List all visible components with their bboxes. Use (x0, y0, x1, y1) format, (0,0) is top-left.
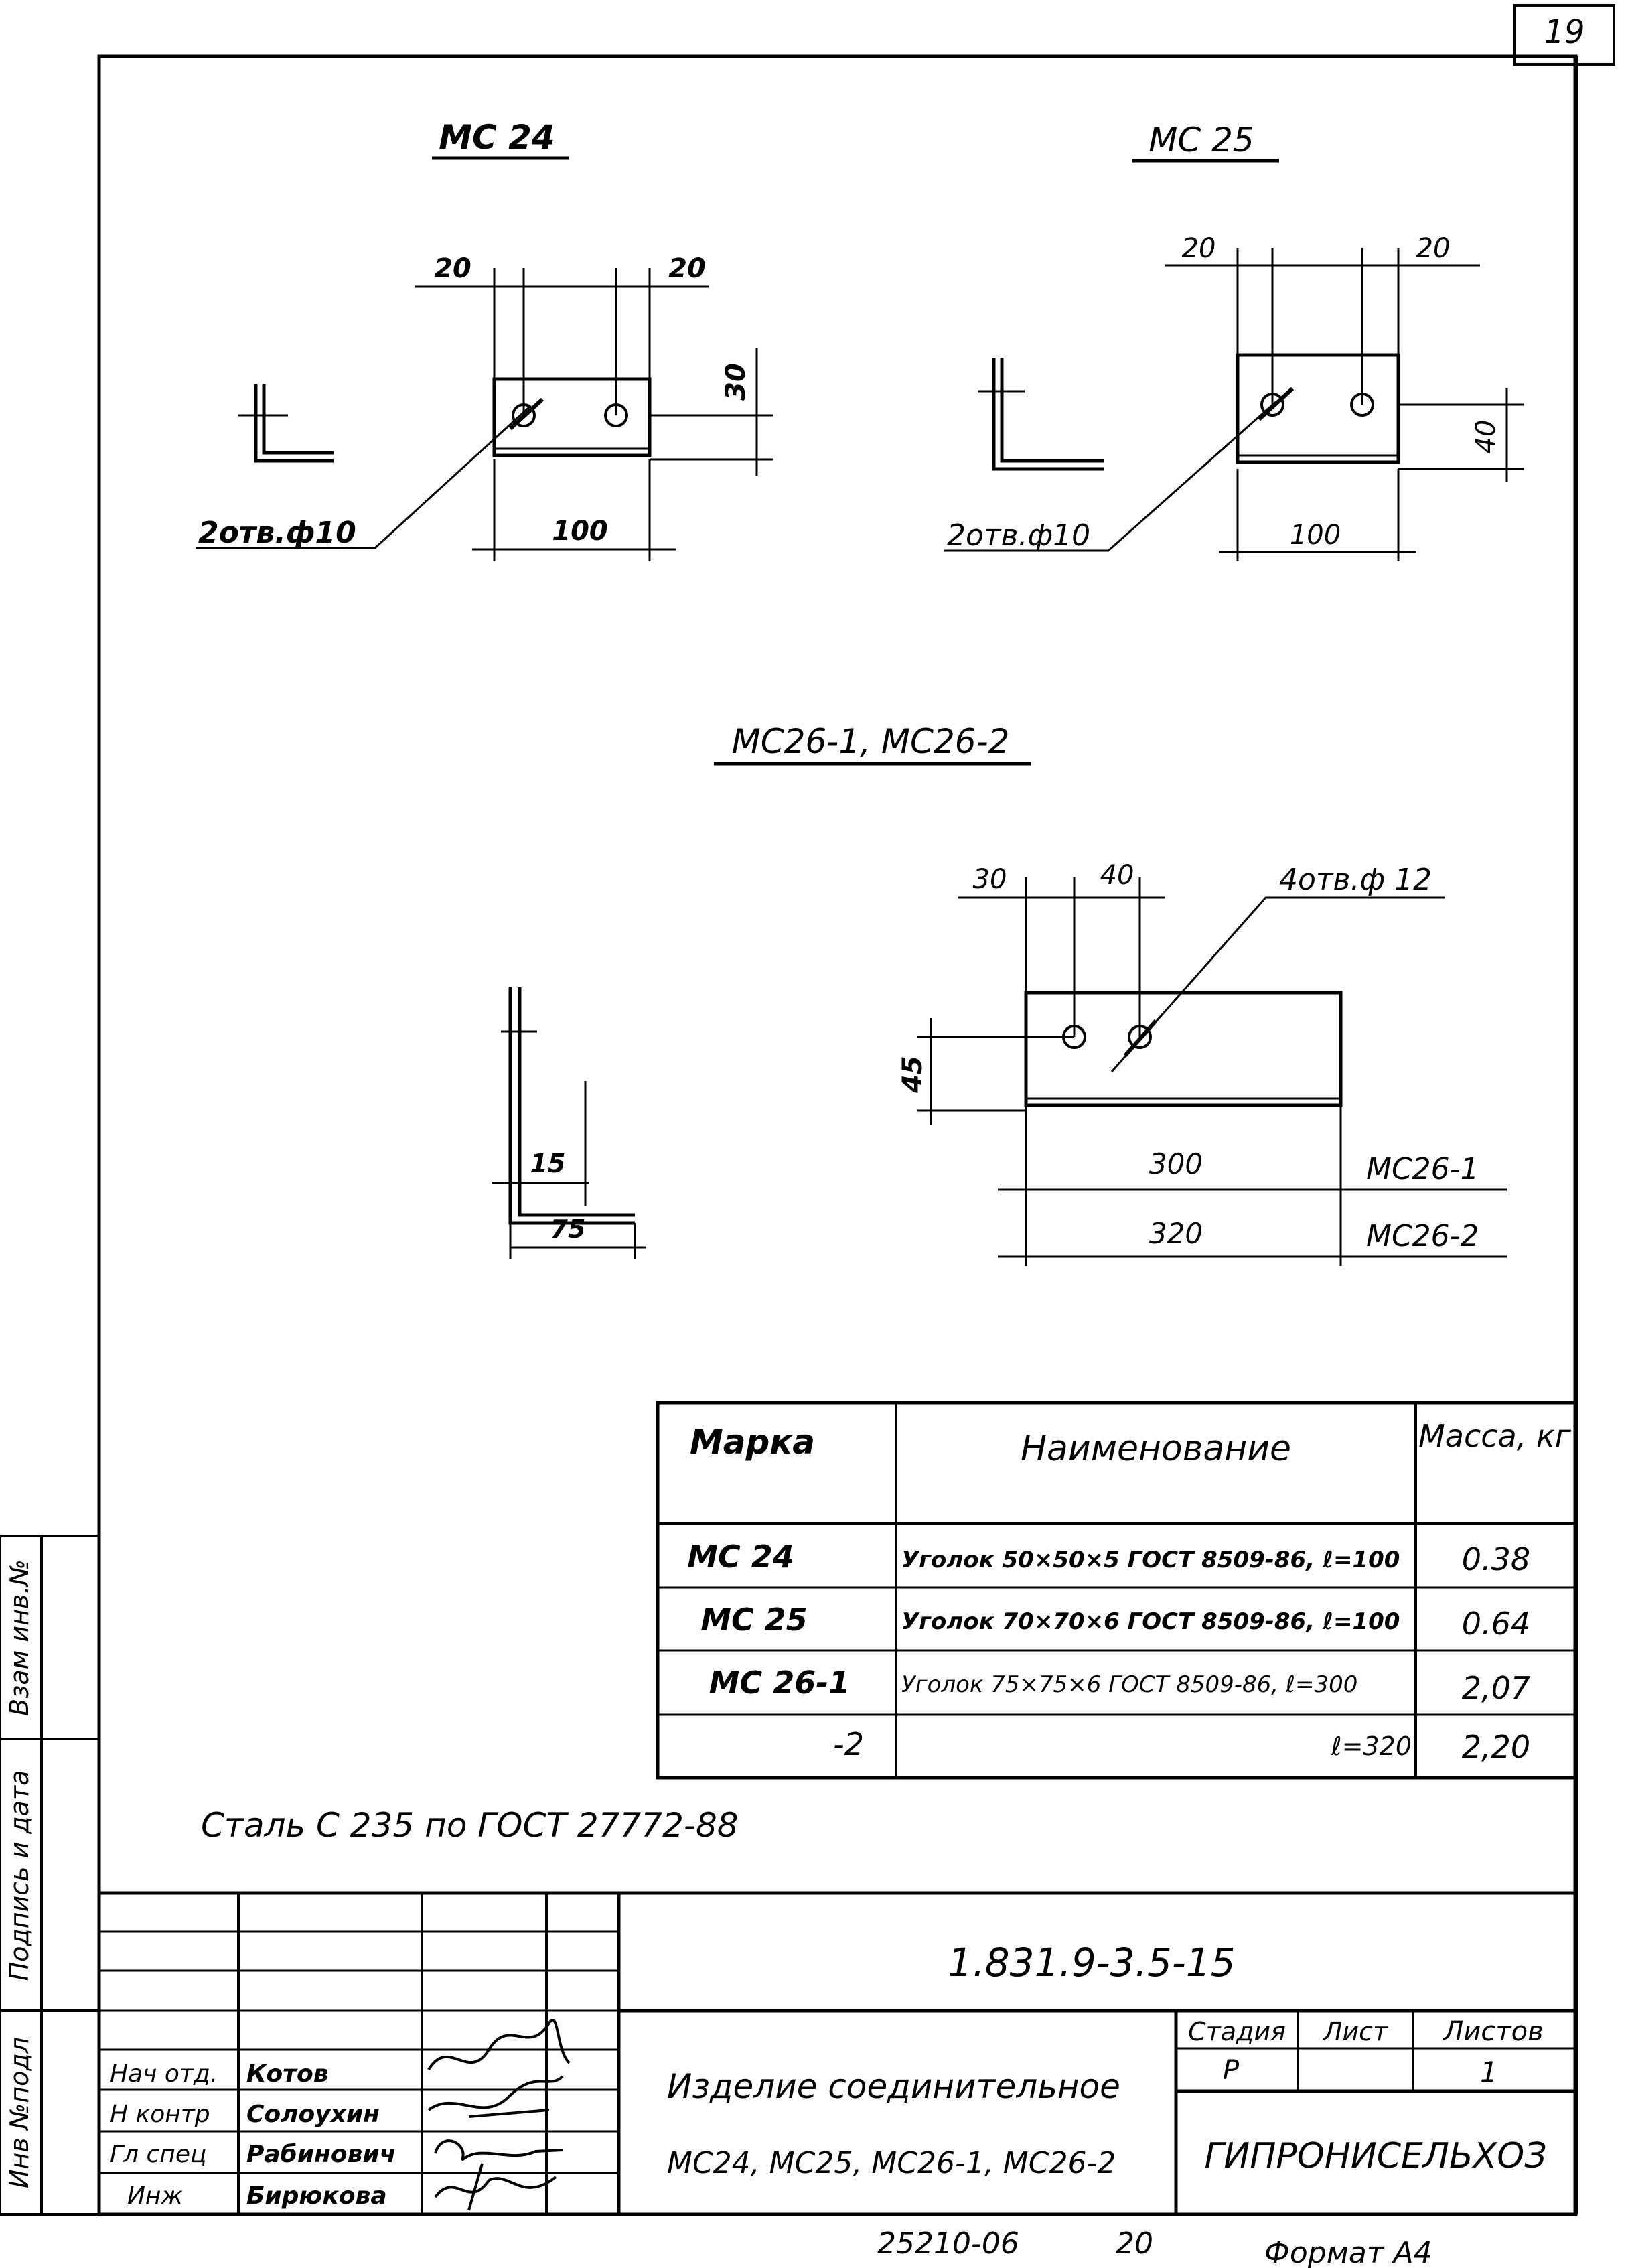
ms25-dim-width: 100 (1290, 520, 1341, 551)
name-engineer: Бирюкова (246, 2182, 387, 2210)
spec-row-3-mark: МС 26-1 (709, 1664, 851, 1701)
ms24-dim-height: 30 (721, 363, 751, 401)
ms26-len-320-mark: МС26-2 (1366, 1219, 1479, 1253)
stage-header: Стадия (1188, 2017, 1286, 2046)
name-norm-control: Солоухин (246, 2101, 380, 2128)
side-strip (0, 1535, 100, 2216)
spec-header-mass: Масса, кг (1418, 1418, 1572, 1454)
ms24-title: МС 24 (439, 118, 555, 157)
title-line-2: МС24, МС25, МС26-1, МС26-2 (667, 2146, 1116, 2180)
drawing-ms24 (196, 156, 773, 561)
footer-code: 25210-06 (877, 2226, 1019, 2261)
ms25-dim-height: 40 (1471, 420, 1501, 454)
title-line-1: Изделие соединительное (667, 2067, 1120, 2106)
signatures (427, 2019, 571, 2211)
organization-name: ГИПРОНИСЕЛЬХОЗ (1204, 2136, 1546, 2176)
spec-table-text: Марка Наименование Масса, кг МС 24 Уголо… (687, 1418, 1572, 1765)
drawing-ms25 (944, 159, 1524, 561)
ms24-dim-left: 20 (434, 253, 471, 284)
ms25-title: МС 25 (1149, 121, 1254, 159)
role-engineer: Инж (127, 2182, 183, 2210)
ms24-dim-right: 20 (668, 253, 706, 284)
name-head-dept: Котов (246, 2060, 329, 2088)
ms26-len-320: 320 (1149, 1217, 1203, 1250)
ms24-holes-note: 2отв.ф10 (198, 516, 356, 550)
ms26-len-300-mark: МС26-1 (1366, 1152, 1479, 1186)
sheet-number: 19 (1544, 13, 1584, 51)
sheet-header: Лист (1322, 2017, 1389, 2046)
sheets-value: 1 (1480, 2056, 1498, 2088)
title-block-text: 1.831.9-3.5-15 Нач отд. Н контр Гл спец … (110, 1940, 1547, 2268)
ms25-dim-left: 20 (1182, 233, 1216, 264)
spec-header-name: Наименование (1021, 1429, 1291, 1469)
spec-row-1-mass: 0.38 (1462, 1541, 1530, 1577)
drawing-ms26 (492, 762, 1507, 1266)
spec-row-2-mass: 0.64 (1462, 1606, 1530, 1642)
ms26-dim-40: 40 (1100, 860, 1134, 891)
sheets-header: Листов (1442, 2016, 1543, 2047)
spec-row-2-mark: МС 25 (700, 1602, 808, 1638)
side-label-replace-inv: Взам инв.№ (5, 1559, 34, 1716)
role-chief-spec: Гл спец (110, 2141, 207, 2168)
role-norm-control: Н контр (110, 2101, 210, 2128)
ms25-dim-right: 20 (1416, 233, 1451, 264)
side-label-original-inv: Инв №подл (5, 2037, 34, 2188)
name-chief-spec: Рабинович (246, 2141, 396, 2168)
footer-number: 20 (1116, 2226, 1153, 2261)
side-label-signature-date: Подпись и дата (5, 1770, 34, 1981)
ms26-len-300: 300 (1149, 1147, 1203, 1180)
spec-row-1-mark: МС 24 (687, 1539, 794, 1575)
stage-value: Р (1223, 2055, 1240, 2086)
ms26-dim-15: 15 (530, 1149, 566, 1178)
title-block-grid (99, 1891, 1576, 2214)
steel-note: Сталь С 235 по ГОСТ 27772-88 (201, 1806, 739, 1845)
spec-row-2-name: Уголок 70×70×6 ГОСТ 8509-86, ℓ=100 (901, 1608, 1400, 1635)
role-head-dept: Нач отд. (110, 2060, 218, 2088)
ms26-title: МС26-1, МС26-2 (732, 722, 1010, 761)
ms24-dim-width: 100 (552, 516, 608, 547)
spec-table-grid (656, 1401, 1578, 1780)
spec-row-4-mark: -2 (833, 1726, 864, 1762)
spec-row-3-mass: 2,07 (1462, 1670, 1530, 1706)
spec-row-4-mass: 2,20 (1462, 1729, 1530, 1765)
sheet-frame (97, 4, 1615, 2216)
spec-row-1-name: Уголок 50×50×5 ГОСТ 8509-86, ℓ=100 (901, 1547, 1400, 1573)
ms26-dim-75: 75 (550, 1214, 586, 1244)
spec-header-mark: Марка (690, 1423, 815, 1462)
ms26-holes-note: 4отв.ф 12 (1279, 863, 1432, 897)
footer-format: Формат А4 (1264, 2236, 1432, 2268)
spec-row-4-name: ℓ=320 (1331, 1731, 1412, 1761)
designation: 1.831.9-3.5-15 (948, 1940, 1235, 1985)
ms25-holes-note: 2отв.ф10 (947, 518, 1090, 553)
ms26-dim-45: 45 (897, 1056, 928, 1094)
spec-row-3-name: Уголок 75×75×6 ГОСТ 8509-86, ℓ=300 (901, 1671, 1357, 1698)
ms26-dim-30: 30 (973, 864, 1007, 895)
